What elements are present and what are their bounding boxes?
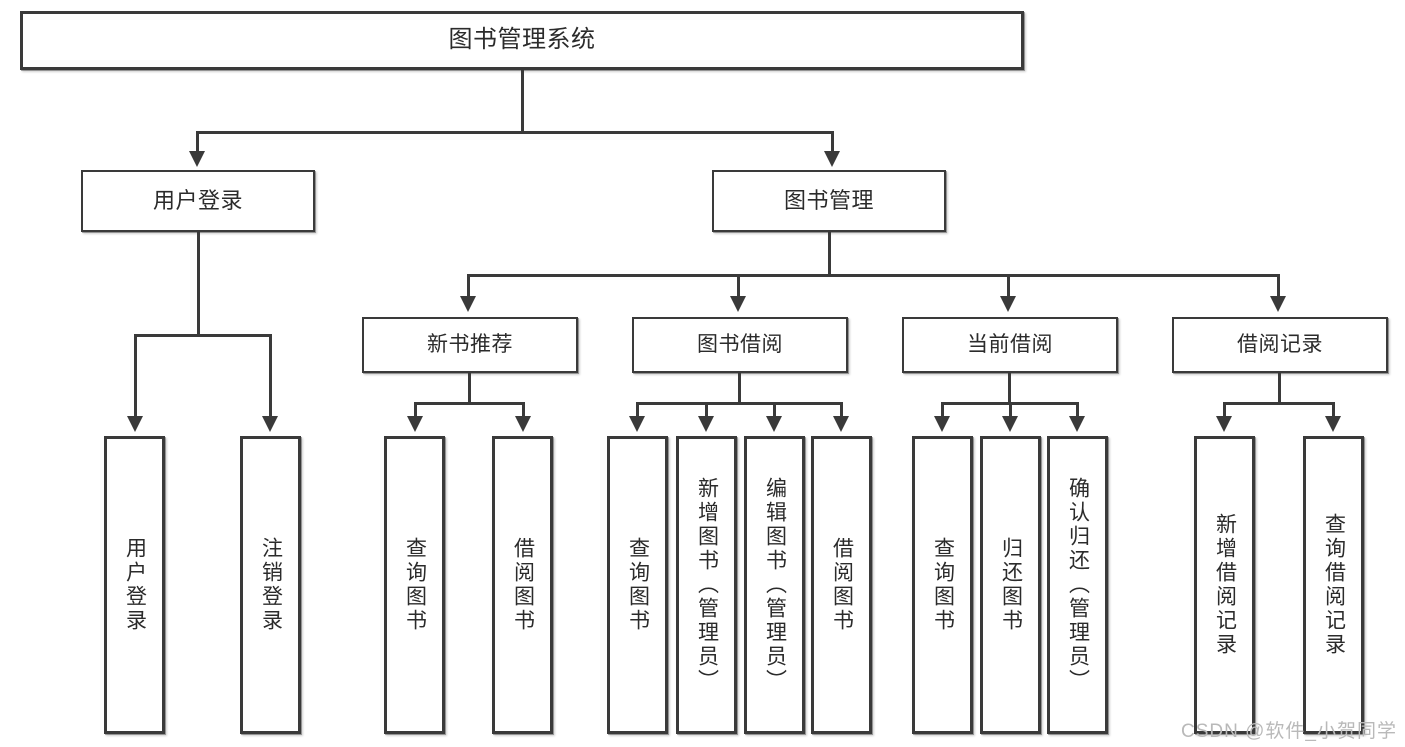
- connector-drop-edit-book: [773, 402, 776, 418]
- node-label: 查询借阅记录: [1322, 513, 1346, 657]
- arrowhead-leaf-user-login: [127, 416, 143, 432]
- node-label: 图书管理系统: [448, 26, 596, 54]
- node-label: 查询图书: [931, 537, 955, 633]
- arrowhead-borrow-book-1: [515, 416, 531, 432]
- connector-drop-current-borrow: [1007, 274, 1010, 298]
- node-label: 图书管理: [783, 187, 874, 213]
- connector-root-stem: [521, 70, 524, 133]
- connector-drop-query-record: [1332, 402, 1335, 418]
- arrowhead-leaf-logout: [262, 416, 278, 432]
- node-label: 借阅记录: [1237, 333, 1323, 357]
- connector-new-book-stem: [468, 373, 471, 404]
- arrowhead-query-book-3: [934, 416, 950, 432]
- leaf-logout[interactable]: 注销登录: [240, 436, 301, 734]
- connector-drop-leaf-logout: [269, 334, 272, 418]
- arrowhead-edit-book: [766, 416, 782, 432]
- node-label: 注销登录: [259, 537, 283, 633]
- node-user-login[interactable]: 用户登录: [81, 170, 315, 232]
- node-label: 借阅图书: [511, 537, 535, 633]
- connector-drop-borrow-book-2: [840, 402, 843, 418]
- connector-drop-user-login: [196, 131, 199, 153]
- connector-level3-bus: [467, 274, 1279, 277]
- connector-drop-query-book-2: [636, 402, 639, 418]
- connector-book-borrow-bus: [636, 402, 842, 405]
- leaf-user-login[interactable]: 用户登录: [104, 436, 165, 734]
- connector-drop-new-book: [467, 274, 470, 298]
- connector-drop-add-book: [705, 402, 708, 418]
- node-root-system[interactable]: 图书管理系统: [20, 11, 1024, 70]
- leaf-query-book-new[interactable]: 查询图书: [384, 436, 445, 734]
- arrowhead-book-manage: [824, 151, 840, 167]
- node-current-borrow[interactable]: 当前借阅: [902, 317, 1118, 373]
- node-label: 图书借阅: [697, 333, 783, 357]
- arrowhead-return-book: [1002, 416, 1018, 432]
- leaf-query-book-current[interactable]: 查询图书: [912, 436, 973, 734]
- connector-drop-borrow-book-1: [522, 402, 525, 418]
- connector-book-manage-stem: [828, 232, 831, 276]
- leaf-add-book-admin[interactable]: 新增图书（管理员）: [676, 436, 737, 734]
- connector-drop-book-borrow: [737, 274, 740, 298]
- connector-book-borrow-stem: [738, 373, 741, 404]
- node-borrow-record[interactable]: 借阅记录: [1172, 317, 1388, 373]
- arrowhead-add-record: [1216, 416, 1232, 432]
- node-label: 新增图书（管理员）: [695, 477, 719, 693]
- arrowhead-user-login: [189, 151, 205, 167]
- arrowhead-current-borrow: [1000, 296, 1016, 312]
- leaf-borrow-book-new[interactable]: 借阅图书: [492, 436, 553, 734]
- node-book-borrow[interactable]: 图书借阅: [632, 317, 848, 373]
- connector-new-book-bus: [414, 402, 525, 405]
- arrowhead-add-book: [698, 416, 714, 432]
- connector-borrow-record-bus: [1223, 402, 1335, 405]
- node-label: 新书推荐: [427, 333, 513, 357]
- node-label: 编辑图书（管理员）: [763, 477, 787, 693]
- connector-drop-query-book-1: [414, 402, 417, 418]
- connector-user-login-stem: [197, 232, 200, 336]
- node-label: 归还图书: [999, 537, 1023, 633]
- connector-drop-book-manage: [831, 131, 834, 153]
- arrowhead-query-record: [1325, 416, 1341, 432]
- leaf-return-book[interactable]: 归还图书: [980, 436, 1041, 734]
- connector-borrow-record-stem: [1278, 373, 1281, 404]
- arrowhead-query-book-1: [407, 416, 423, 432]
- connector-user-login-bus: [134, 334, 272, 337]
- leaf-query-book-borrow[interactable]: 查询图书: [607, 436, 668, 734]
- connector-drop-borrow-record: [1277, 274, 1280, 298]
- arrowhead-new-book: [460, 296, 476, 312]
- connector-drop-confirm-return: [1076, 402, 1079, 418]
- node-label: 用户登录: [152, 187, 243, 213]
- node-label: 查询图书: [403, 537, 427, 633]
- leaf-borrow-book[interactable]: 借阅图书: [811, 436, 872, 734]
- connector-drop-query-book-3: [941, 402, 944, 418]
- leaf-add-borrow-record[interactable]: 新增借阅记录: [1194, 436, 1255, 734]
- leaf-confirm-return-admin[interactable]: 确认归还（管理员）: [1047, 436, 1108, 734]
- arrowhead-query-book-2: [629, 416, 645, 432]
- arrowhead-book-borrow: [730, 296, 746, 312]
- node-label: 当前借阅: [967, 333, 1053, 357]
- node-label: 查询图书: [626, 537, 650, 633]
- node-new-book-recommend[interactable]: 新书推荐: [362, 317, 578, 373]
- arrowhead-borrow-record: [1270, 296, 1286, 312]
- node-label: 确认归还（管理员）: [1066, 477, 1090, 693]
- connector-drop-leaf-user-login: [134, 334, 137, 418]
- node-label: 新增借阅记录: [1213, 513, 1237, 657]
- node-book-management[interactable]: 图书管理: [712, 170, 946, 232]
- arrowhead-borrow-book-2: [833, 416, 849, 432]
- leaf-query-borrow-record[interactable]: 查询借阅记录: [1303, 436, 1364, 734]
- connector-level2-bus: [196, 131, 834, 134]
- leaf-edit-book-admin[interactable]: 编辑图书（管理员）: [744, 436, 805, 734]
- connector-drop-return-book: [1009, 402, 1012, 418]
- arrowhead-confirm-return: [1069, 416, 1085, 432]
- node-label: 借阅图书: [830, 537, 854, 633]
- csdn-watermark: CSDN @软件_小贺同学: [1181, 721, 1397, 742]
- connector-drop-add-record: [1223, 402, 1226, 418]
- node-label: 用户登录: [123, 537, 147, 633]
- connector-current-borrow-stem: [1008, 373, 1011, 404]
